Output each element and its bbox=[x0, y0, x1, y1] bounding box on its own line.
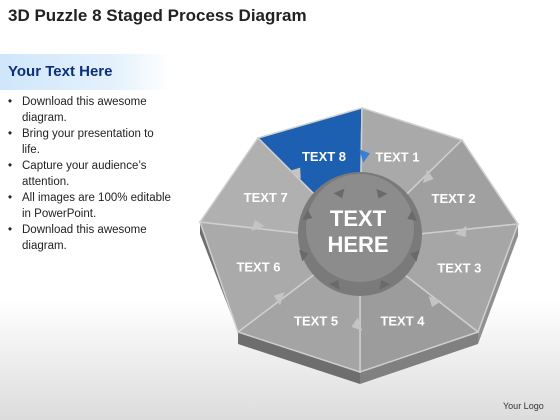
segment-label: TEXT 3 bbox=[437, 260, 481, 275]
diagram-extrusion-right bbox=[360, 332, 478, 384]
inward-arrow bbox=[376, 188, 388, 199]
segment-label: TEXT 4 bbox=[380, 314, 425, 329]
center-text-line2: HERE bbox=[327, 232, 388, 257]
segment-label: TEXT 8 bbox=[302, 149, 346, 164]
inward-arrow bbox=[407, 210, 418, 222]
subheading-banner: Your Text Here bbox=[0, 54, 170, 90]
bullet-item: •Capture your audience’s attention. bbox=[8, 160, 147, 188]
page-title: 3D Puzzle 8 Staged Process Diagram bbox=[8, 6, 307, 25]
logo-text: Your Logo bbox=[503, 401, 544, 411]
subheading-text: Your Text Here bbox=[8, 63, 113, 80]
bullet-item: •All images are 100% editable in PowerPo… bbox=[8, 192, 171, 220]
flow-arrow bbox=[359, 149, 370, 163]
flow-arrow bbox=[289, 167, 301, 180]
segment-label: TEXT 2 bbox=[432, 191, 476, 206]
bullet-item: •Download this awesome diagram. bbox=[8, 96, 147, 124]
inward-arrow bbox=[302, 209, 313, 221]
flow-arrow bbox=[251, 220, 265, 231]
flow-arrow bbox=[454, 225, 467, 238]
flow-arrow bbox=[422, 169, 434, 183]
diagram-extrusion-rightside bbox=[478, 224, 518, 344]
segment-label: TEXT 1 bbox=[375, 149, 419, 164]
inward-arrow bbox=[410, 250, 420, 262]
bullet-list: •Download this awesome diagram. •Bring y… bbox=[6, 94, 174, 254]
segment-label: TEXT 6 bbox=[236, 260, 280, 275]
inward-arrow bbox=[329, 280, 340, 290]
flow-arrow bbox=[351, 317, 363, 331]
inward-arrow bbox=[333, 188, 345, 199]
flow-arrow bbox=[273, 291, 285, 306]
bullet-item: •Download this awesome diagram. bbox=[8, 224, 147, 252]
center-text-line1: TEXT bbox=[330, 206, 387, 231]
segment-label: TEXT 7 bbox=[244, 190, 288, 205]
center-hub-inner bbox=[306, 174, 414, 282]
bullet-item: •Bring your presentation to life. bbox=[8, 128, 154, 156]
flow-arrow bbox=[428, 296, 442, 308]
inward-arrow bbox=[379, 279, 391, 290]
segment-label: TEXT 5 bbox=[294, 314, 338, 329]
inward-arrow bbox=[299, 249, 309, 262]
